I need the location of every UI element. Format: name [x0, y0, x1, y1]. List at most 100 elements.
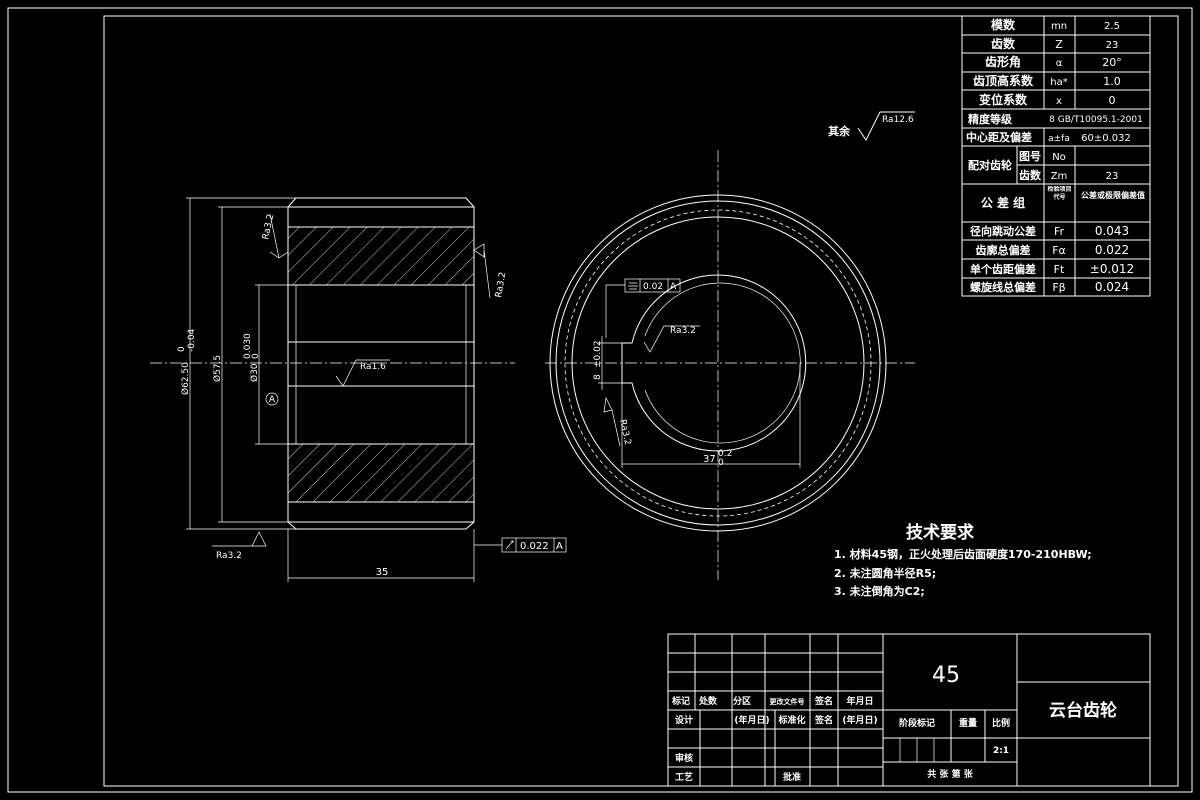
tb-material: 45 — [932, 663, 960, 688]
tol-symbol-1: Fα — [1052, 244, 1066, 257]
spec-table: 模数 mn 2.5 齿数 Z 23 齿形角 α 20° 齿顶高系数 ha* 1.… — [961, 15, 1151, 297]
outer-dia-label: Ø62.50 — [180, 362, 191, 395]
spec-name-1: 齿数 — [991, 36, 1016, 51]
tb-standardization: 标准化 — [777, 714, 805, 726]
general-roughness-label: 其余 — [828, 124, 851, 138]
outer-dia-tol-top: 0 — [177, 346, 187, 352]
drawing-no-symbol: No — [1052, 152, 1066, 163]
width-dimension: 35 — [376, 567, 389, 578]
spec-value-1: 23 — [1106, 40, 1119, 51]
title-block: 标记 处数 分区 更改文件号 签名 年月日 设计 (年月日) 标准化 签名 (年… — [667, 633, 1151, 787]
runout-datum: A — [556, 541, 563, 552]
tolerance-group-label: 公 差 组 — [981, 195, 1025, 210]
symmetry-tolerance: 0.02 — [643, 282, 663, 292]
spec-symbol-0: mn — [1051, 21, 1067, 32]
tb-signature: 签名 — [814, 695, 833, 707]
tolerance-col2-header: 检验项目代号 — [1047, 186, 1072, 201]
outer-border — [7, 7, 1193, 793]
bore-dia-tol-bottom: 0 — [251, 353, 261, 359]
mating-teeth-label: 齿数 — [1019, 168, 1042, 182]
spec-value-6: 60±0.032 — [1081, 133, 1131, 144]
root-circle — [571, 216, 865, 510]
spec-symbol-1: Z — [1055, 38, 1063, 51]
tb-mark: 标记 — [671, 695, 690, 707]
tb-stage-mark: 阶段标记 — [899, 717, 935, 729]
outer-dia-tol-bottom: -0.04 — [187, 328, 197, 352]
tb-process: 工艺 — [675, 771, 693, 783]
tol-value-1: 0.022 — [1095, 243, 1129, 257]
drawing-no-label: 图号 — [1019, 150, 1041, 163]
spec-value-5: 8 GB/T10095.1-2001 — [1049, 115, 1143, 125]
keyway-width-tol: ±0.02 — [593, 340, 603, 368]
bore-with-keyway — [621, 274, 807, 452]
spec-symbol-3: ha* — [1050, 77, 1067, 88]
bore-dia-tol-top: 0.030 — [243, 333, 253, 359]
tb-date: 年月日 — [846, 695, 873, 707]
keyway-depth-tol-bottom: 0 — [718, 458, 724, 468]
tol-name-0: 径向跳动公差 — [970, 224, 1036, 238]
roughness-keyway-top: Ra3.2 — [670, 326, 696, 336]
tol-name-3: 螺旋线总偏差 — [970, 280, 1036, 294]
tb-sign: 签名 — [814, 714, 833, 726]
mating-gear-label: 配对齿轮 — [968, 158, 1012, 172]
spec-name-4: 变位系数 — [979, 92, 1028, 107]
tb-date-2: (年月日) — [842, 714, 877, 726]
spec-name-0: 模数 — [991, 17, 1016, 32]
gear-outline — [287, 197, 475, 530]
tol-value-3: 0.024 — [1095, 280, 1129, 294]
tb-scale: 2:1 — [993, 746, 1009, 756]
tech-req-title: 技术要求 — [906, 522, 974, 543]
section-view: Ø62.50 0 -0.04 Ø57.5 Ø30 0.030 0 A 35 Ra… — [150, 197, 567, 582]
runout-tolerance: 0.022 — [520, 541, 549, 552]
general-roughness-value: Ra12.6 — [882, 115, 914, 125]
tol-value-2: ±0.012 — [1090, 262, 1134, 276]
roughness-bore: Ra1.6 — [360, 362, 386, 372]
tolerance-col3-header: 公差或极限偏差值 — [1081, 191, 1145, 200]
tb-scale-label: 比例 — [992, 717, 1010, 729]
tb-part-name: 云台齿轮 — [1049, 700, 1117, 721]
spec-name-5: 精度等级 — [968, 112, 1013, 126]
tol-value-0: 0.043 — [1095, 224, 1129, 238]
tol-symbol-3: Fβ — [1052, 281, 1065, 294]
front-view: 8 ±0.02 0.02 A Ra3.2 Ra3.2 37 0.2 0 — [545, 150, 915, 580]
tb-design: 设计 — [675, 714, 693, 726]
keyway-depth-tol-top: 0.2 — [718, 449, 732, 459]
tech-req-item-2: 2. 未注圆角半径R5; — [834, 566, 936, 580]
spec-name-2: 齿形角 — [985, 54, 1021, 69]
spec-value-0: 2.5 — [1104, 21, 1120, 32]
tb-change-doc: 更改文件号 — [770, 697, 805, 706]
spec-value-3: 1.0 — [1103, 75, 1121, 88]
tech-req-item-3: 3. 未注倒角为C2; — [834, 584, 925, 598]
spec-value-4: 0 — [1109, 94, 1116, 107]
hatch-top — [288, 227, 474, 285]
inner-frame — [103, 15, 1179, 787]
technical-requirements: 技术要求 1. 材料45钢，正火处理后齿面硬度170-210HBW; 2. 未注… — [834, 522, 1092, 598]
roughness-left-top: Ra3.2 — [261, 213, 276, 240]
addendum-circle — [549, 194, 887, 532]
spec-name-3: 齿顶高系数 — [973, 73, 1034, 88]
datum-a-label: A — [269, 395, 276, 405]
root-dia-label: Ø57.5 — [212, 355, 223, 382]
tb-weight: 重量 — [959, 717, 977, 729]
bore-dia-label: Ø30 — [249, 363, 260, 382]
tech-req-item-1: 1. 材料45钢，正火处理后齿面硬度170-210HBW; — [834, 547, 1092, 561]
spec-name-6: 中心距及偏差 — [966, 130, 1032, 144]
tb-check: 审核 — [675, 752, 693, 764]
keyway-depth: 37 — [703, 454, 716, 465]
roughness-bottom: Ra3.2 — [216, 551, 242, 561]
pitch-circle — [564, 209, 872, 517]
tol-symbol-2: Ft — [1054, 263, 1065, 276]
datum-a-circle — [265, 392, 279, 406]
spec-symbol-4: x — [1056, 96, 1062, 107]
tol-name-2: 单个齿距偏差 — [970, 262, 1036, 276]
spec-value-2: 20° — [1102, 56, 1122, 69]
symmetry-datum: A — [670, 282, 677, 292]
tol-name-1: 齿廓总偏差 — [976, 243, 1031, 257]
roughness-right: Ra3.2 — [494, 271, 508, 298]
tol-symbol-0: Fr — [1054, 225, 1065, 238]
chamfer-circle — [555, 200, 881, 526]
mating-teeth-value: 23 — [1106, 171, 1119, 182]
tb-zone: 分区 — [733, 695, 751, 707]
spec-symbol-6: a±fa — [1048, 134, 1070, 144]
